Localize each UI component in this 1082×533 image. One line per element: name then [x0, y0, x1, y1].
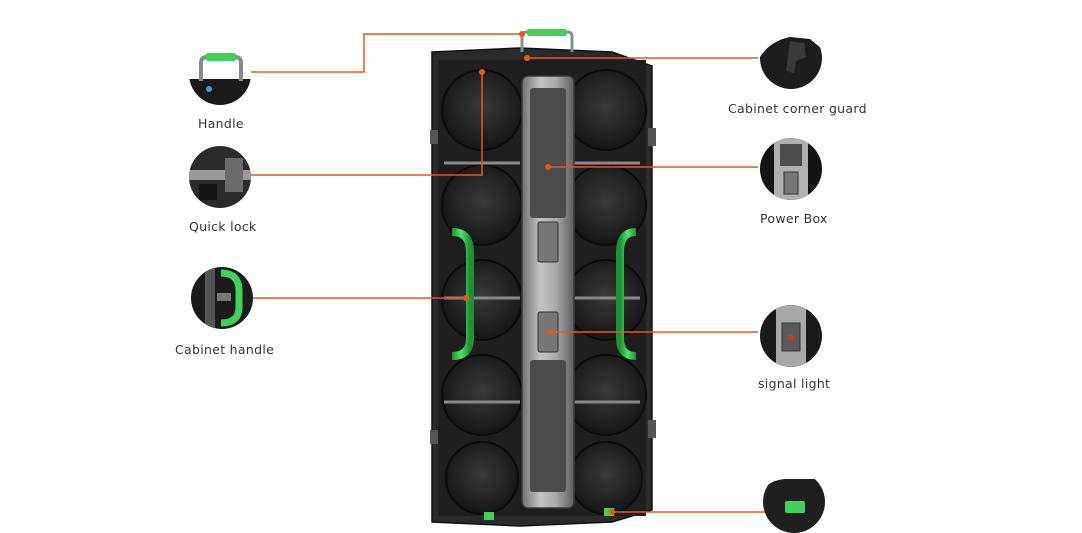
bottom-corner-guard-icon [763, 471, 825, 533]
signal-light-icon [760, 305, 822, 367]
top-handle-grip [527, 29, 567, 36]
corner-guard-label: Cabinet corner guard [728, 101, 867, 116]
power-box-label: Power Box [760, 211, 828, 226]
handle-label: Handle [198, 116, 244, 131]
right-cabinet-handle [616, 228, 637, 360]
quick-lock-label: Quick lock [189, 219, 257, 234]
cabinet-handle-label: Cabinet handle [175, 342, 275, 357]
cabinet-handle-icon [191, 267, 253, 329]
power-box-icon [760, 138, 822, 200]
module-grid-left [441, 69, 523, 515]
quick-lock-icon [189, 146, 251, 208]
signal-light-label: signal light [758, 376, 831, 391]
module-grid-right [565, 69, 647, 515]
handle-icon [189, 43, 251, 105]
corner-guard-icon [760, 27, 822, 89]
left-cabinet-handle [451, 228, 474, 360]
